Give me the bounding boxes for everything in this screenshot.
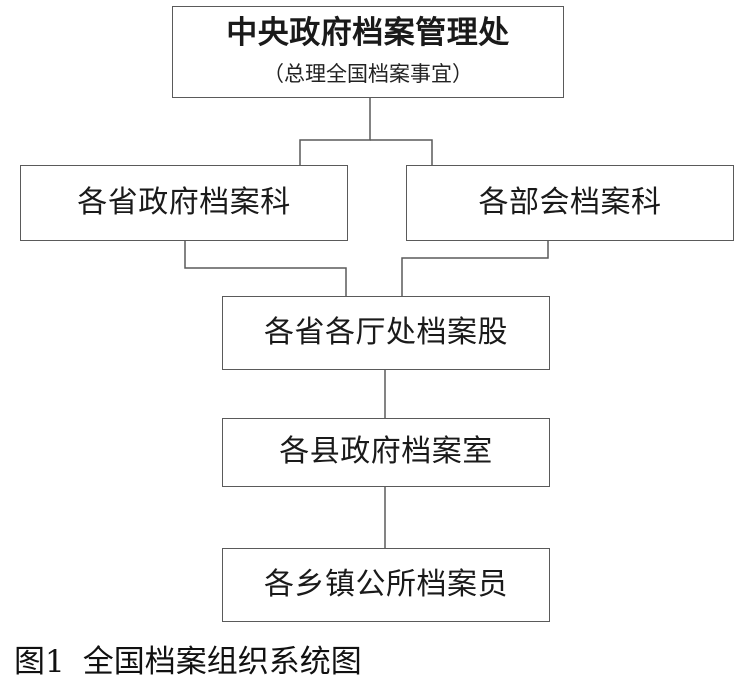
node-township-archivist: 各乡镇公所档案员 [222, 548, 550, 622]
figure-title: 全国档案组织系统图 [82, 644, 362, 678]
node-provincial-gov-archives: 各省政府档案科 [20, 165, 348, 241]
node-label: 中央政府档案管理处 [226, 15, 510, 52]
figure-caption: 图1 全国档案组织系统图 [14, 636, 362, 678]
node-label: 各省各厅处档案股 [264, 314, 508, 350]
node-label: 各县政府档案室 [279, 434, 493, 470]
edge-central-ministry [370, 139, 433, 165]
node-central-archives-office: 中央政府档案管理处 （总理全国档案事宜） [172, 6, 564, 98]
node-ministry-archives: 各部会档案科 [406, 165, 734, 241]
figure-number: 图1 [14, 644, 65, 678]
edge-provincial-gov-provincial-dept [184, 241, 347, 296]
node-label: 各省政府档案科 [77, 184, 291, 220]
node-provincial-dept-archives: 各省各厅处档案股 [222, 296, 550, 370]
node-label: 各部会档案科 [478, 184, 662, 220]
edge-central-provincial-gov [299, 98, 371, 165]
edge-ministry-provincial-dept [401, 241, 549, 296]
node-sublabel: （总理全国档案事宜） [263, 61, 473, 86]
node-county-archives: 各县政府档案室 [222, 418, 550, 487]
node-label: 各乡镇公所档案员 [264, 566, 508, 602]
